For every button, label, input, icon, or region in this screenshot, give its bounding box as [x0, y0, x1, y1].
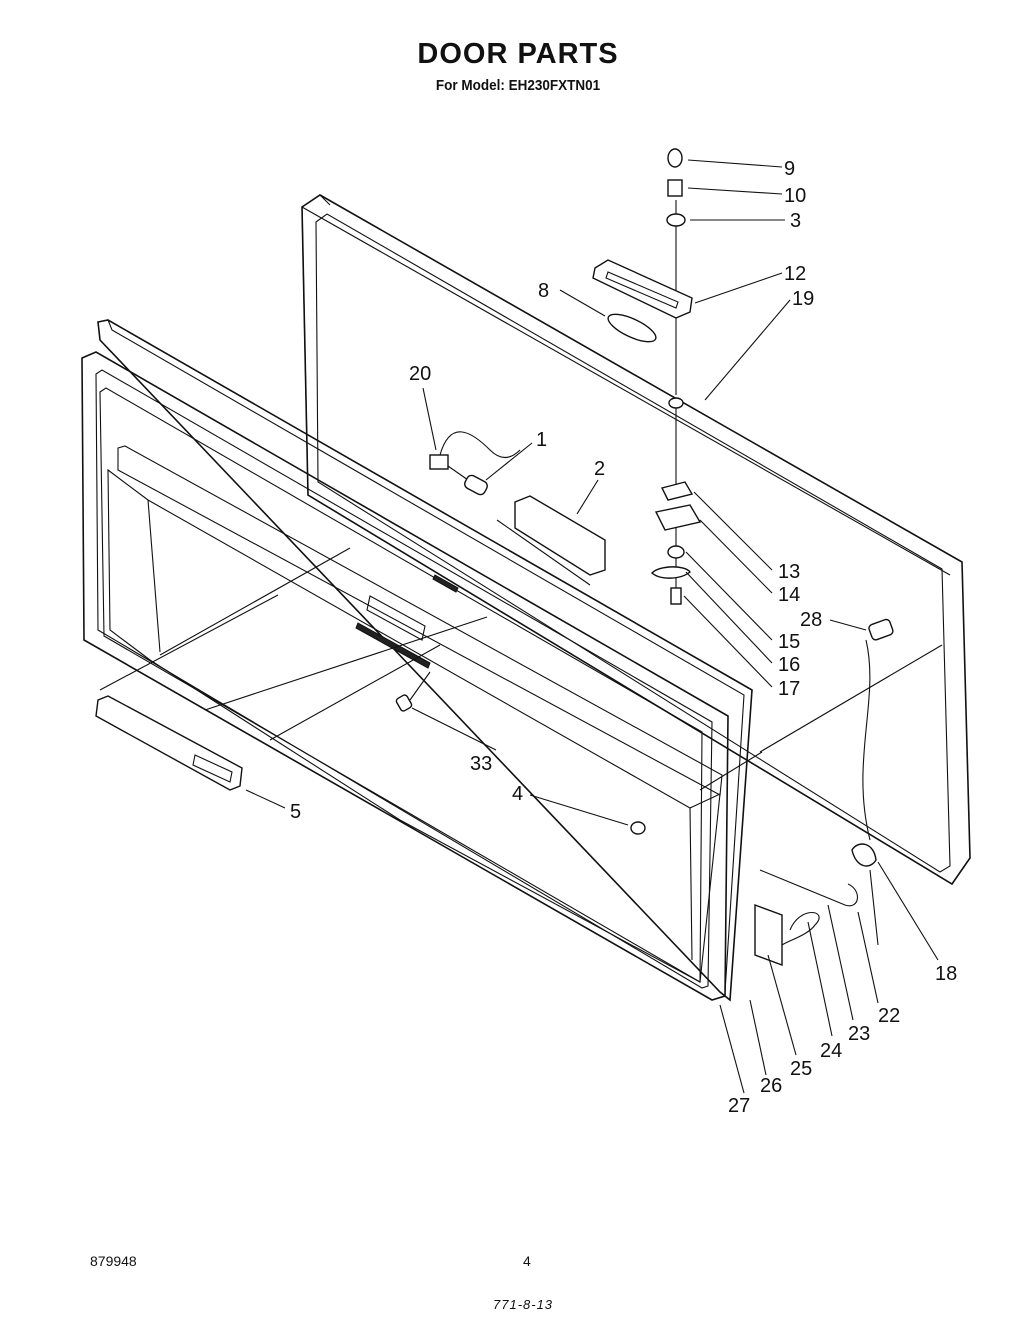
callout-20: 20	[409, 363, 431, 385]
assembly-lines	[99, 200, 943, 791]
callout-24: 24	[820, 1040, 842, 1062]
callout-17: 17	[778, 678, 800, 700]
callout-28: 28	[800, 609, 822, 631]
document-number: 879948	[90, 1253, 137, 1269]
callout-3: 3	[790, 210, 801, 232]
callout-1: 1	[536, 429, 547, 451]
callout-25: 25	[790, 1058, 812, 1080]
callout-labels: 9 10 3 12 19 8 20 1 2 13 14 28 15 16 17 …	[290, 158, 957, 1117]
callout-23: 23	[848, 1023, 870, 1045]
callout-15: 15	[778, 631, 800, 653]
callout-12: 12	[784, 263, 806, 285]
rear-door-panel	[301, 194, 971, 886]
callout-5: 5	[290, 801, 301, 823]
callout-26: 26	[760, 1075, 782, 1097]
door-liner-frame	[97, 319, 753, 1002]
callout-14: 14	[778, 584, 800, 606]
page-title: DOOR PARTS	[417, 38, 619, 70]
hinge-parts	[95, 148, 894, 967]
callout-13: 13	[778, 561, 800, 583]
page-number: 4	[523, 1253, 531, 1269]
callout-4: 4	[512, 783, 523, 805]
callout-16: 16	[778, 654, 800, 676]
callout-2: 2	[594, 458, 605, 480]
callout-27: 27	[728, 1095, 750, 1117]
callout-33: 33	[470, 753, 492, 775]
callout-19: 19	[792, 288, 814, 310]
callout-10: 10	[784, 185, 806, 207]
callout-9: 9	[784, 158, 795, 180]
callout-8: 8	[538, 280, 549, 302]
callout-22: 22	[878, 1005, 900, 1027]
front-inner-panel	[81, 351, 729, 1001]
model-subtitle: For Model: EH230FXTN01	[435, 77, 601, 94]
handwritten-stamp: 771-8-13	[493, 1297, 554, 1312]
leader-lines	[245, 159, 939, 1094]
callout-18: 18	[935, 963, 957, 985]
